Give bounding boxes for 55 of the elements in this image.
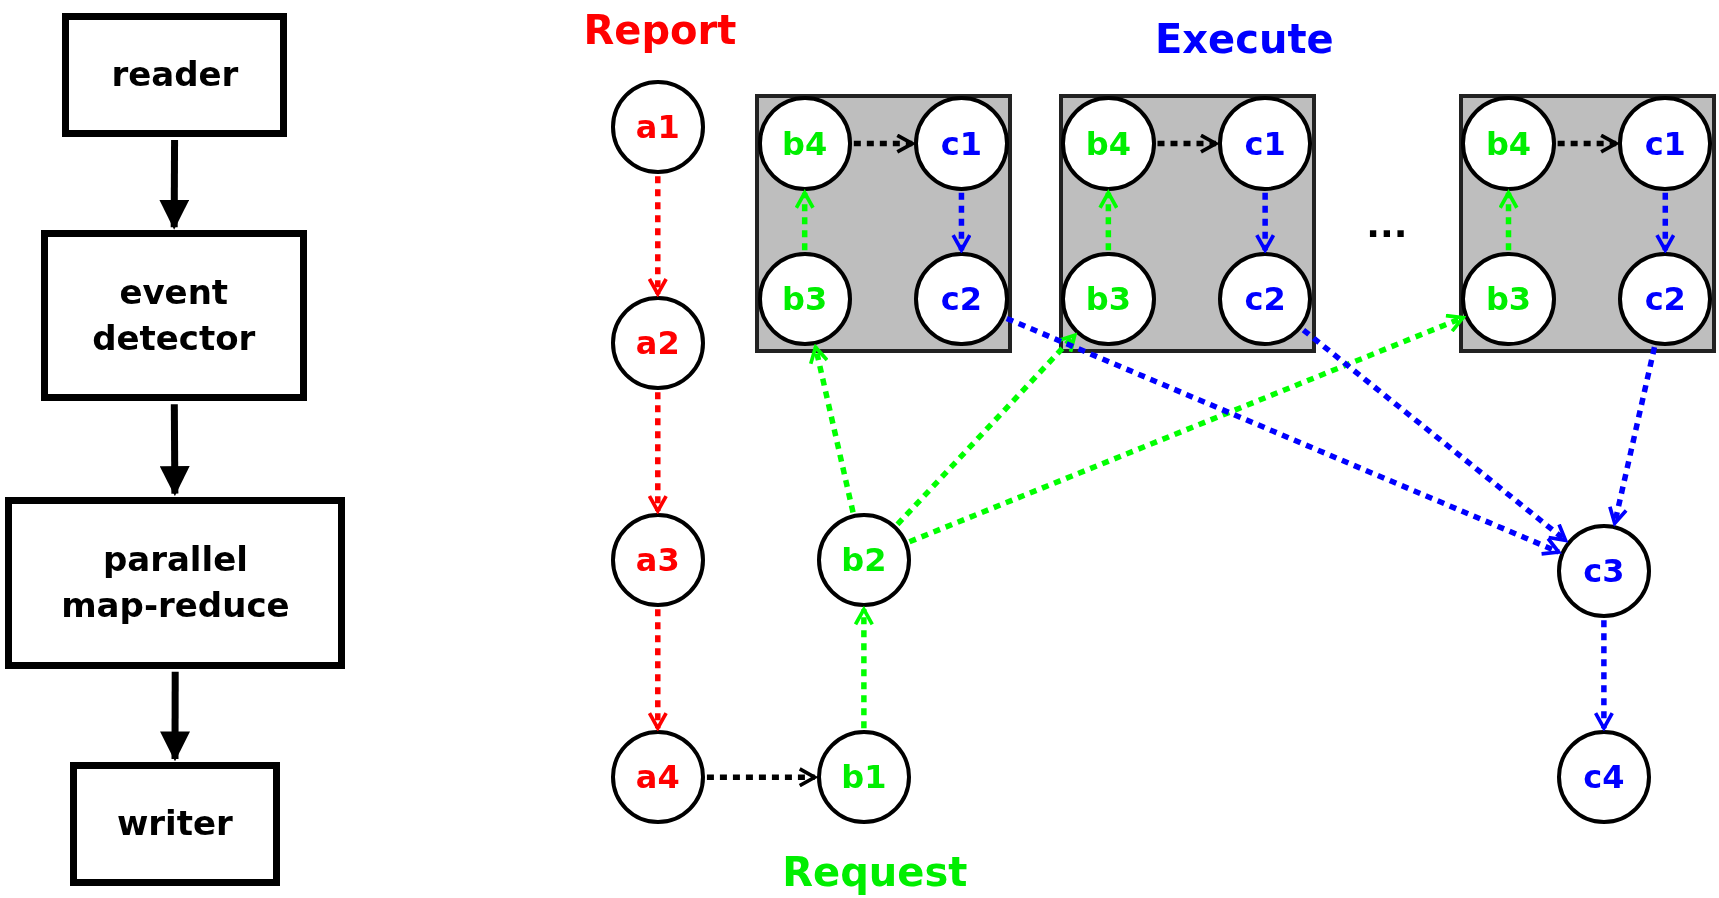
node-label: c2 [940, 279, 983, 321]
process-box [5, 496, 346, 669]
node-label: b4 [782, 123, 828, 165]
node-label: c2 [1244, 279, 1286, 321]
dashed-arrow [1498, 190, 1519, 251]
dashed-arrow [647, 176, 668, 296]
dashed-arrow [647, 392, 668, 513]
dashed-arrow [1655, 192, 1676, 252]
dashed-arrow [706, 767, 817, 788]
dashed-arrow [1301, 327, 1568, 543]
node-label: event detector [91, 270, 257, 360]
node-label: c1 [940, 123, 983, 165]
node-label: c2 [1644, 279, 1686, 321]
node-label: c4 [1583, 757, 1625, 799]
group-box [755, 94, 1012, 353]
node-label: reader [111, 53, 239, 97]
node-label: a2 [635, 323, 680, 365]
arrow [160, 671, 191, 762]
node-label: b4 [1485, 123, 1532, 165]
node-label: b3 [782, 279, 828, 321]
dashed-arrow [1608, 346, 1658, 526]
node-label: b3 [1085, 279, 1131, 321]
process-box [62, 13, 288, 137]
dashed-arrow [1254, 192, 1276, 252]
dashed-arrow [1557, 133, 1618, 154]
group-box [1059, 94, 1316, 353]
node-label: b2 [841, 540, 887, 582]
node-label: c1 [1244, 123, 1286, 165]
node-label: c1 [1644, 123, 1686, 165]
group-box [1459, 94, 1716, 353]
dashed-arrow [951, 192, 972, 252]
node-label: parallel map-reduce [60, 537, 291, 627]
node-label: a3 [635, 540, 680, 582]
node-label: b3 [1485, 279, 1532, 321]
node-label: b4 [1085, 123, 1131, 165]
dashed-arrow [853, 607, 875, 729]
dashed-arrow [1005, 315, 1561, 556]
dashed-arrow [647, 609, 668, 730]
dashed-arrow [808, 345, 856, 513]
dashed-arrow [853, 133, 915, 154]
dashed-arrow [1593, 620, 1615, 730]
process-box [70, 761, 280, 886]
node-label: a4 [635, 757, 680, 799]
dashed-arrow [1098, 190, 1119, 251]
node-label: a1 [635, 107, 680, 149]
node-label: b1 [841, 757, 887, 799]
node-label: c3 [1583, 551, 1625, 593]
node-label: writer [116, 801, 233, 845]
dashed-arrow [794, 190, 815, 251]
heading-label: Execute [1154, 19, 1334, 60]
dashed-arrow [908, 313, 1465, 545]
process-box [40, 230, 307, 402]
dashed-arrow [1157, 133, 1218, 154]
heading-label: ... [1366, 206, 1408, 243]
dashed-arrow [895, 333, 1077, 527]
